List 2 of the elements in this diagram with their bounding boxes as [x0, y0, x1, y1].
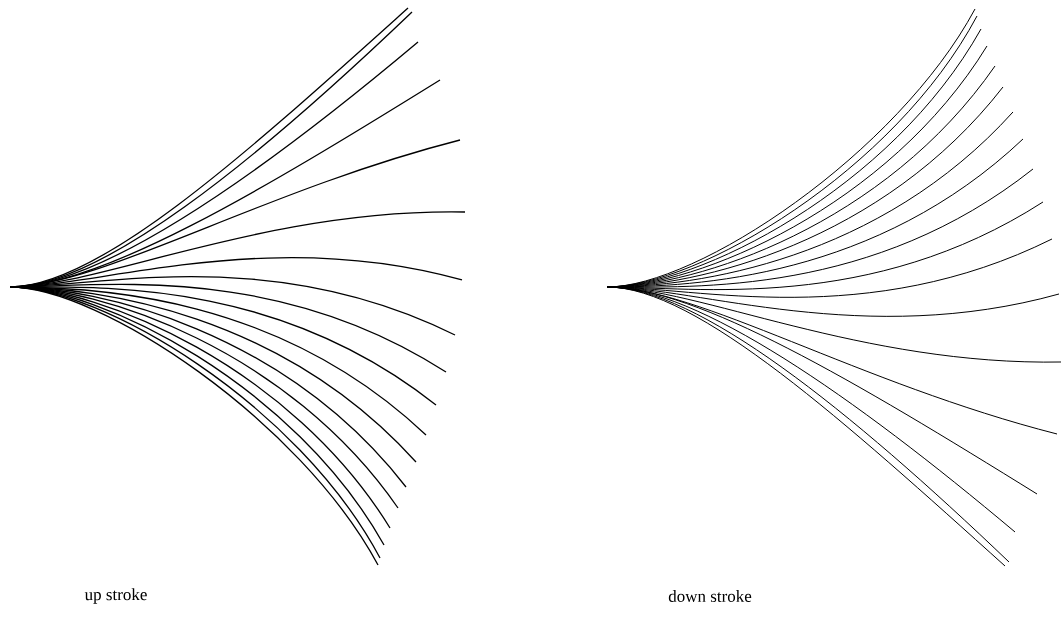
caption-text: down stroke	[668, 590, 752, 602]
caption-text: up stroke	[84, 588, 147, 604]
